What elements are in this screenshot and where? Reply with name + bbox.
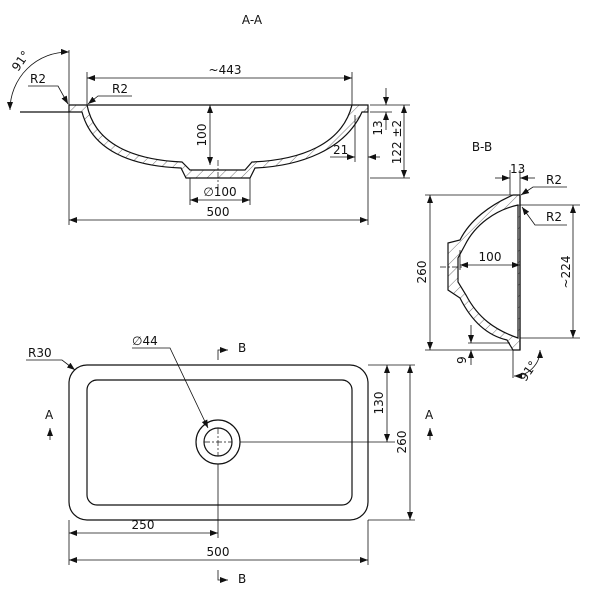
plan-section-a-left: A xyxy=(45,408,54,422)
bb-depth: 100 xyxy=(479,250,502,264)
plan-section-b-top: B xyxy=(238,341,246,355)
basin-outline xyxy=(68,364,369,521)
bb-angle: 91° xyxy=(516,358,540,383)
aa-drain-diameter: ∅100 xyxy=(203,185,236,199)
plan-section-a-right: A xyxy=(425,408,434,422)
aa-depth: 100 xyxy=(195,124,209,147)
bb-length: 260 xyxy=(415,261,429,284)
bowl-section-shape xyxy=(68,104,369,179)
aa-height: 122 ±2 xyxy=(390,120,404,164)
bb-rim: 13 xyxy=(510,162,525,176)
section-aa-title: A-A xyxy=(242,13,263,27)
plan-section-b-bottom: B xyxy=(238,572,246,586)
plan-width: 500 xyxy=(207,545,230,559)
plan-drain-diameter: ∅44 xyxy=(132,334,158,348)
aa-width: 500 xyxy=(207,205,230,219)
bb-inner-length: ~224 xyxy=(559,256,573,289)
bb-r2-top: R2 xyxy=(546,173,562,187)
aa-r2-outer: R2 xyxy=(30,72,46,86)
section-bb-title: B-B xyxy=(472,140,492,154)
plan-length: 260 xyxy=(395,431,409,454)
angle-arc xyxy=(7,48,70,111)
plan-view: R30 ∅44 B B A A 130 260 250 500 xyxy=(26,334,434,586)
aa-r2-inner: R2 xyxy=(112,82,128,96)
bowl-b-section-shape xyxy=(447,194,521,351)
plan-drain-offset: 250 xyxy=(132,518,155,532)
bb-r2-inner: R2 xyxy=(546,210,562,224)
section-b-b: B-B 13 R2 R2 260 100 ~224 9 91° xyxy=(415,140,580,384)
aa-rim: 13 xyxy=(371,120,385,135)
plan-half-length: 130 xyxy=(372,392,386,415)
aa-offset: 21 xyxy=(333,143,348,157)
aa-angle-label: 91° xyxy=(9,48,33,73)
section-a-a: A-A 91° R2 R2 ~443 100 13 122 ±2 21 xyxy=(7,13,410,225)
aa-width-inner: ~443 xyxy=(209,63,242,77)
plan-corner-radius: R30 xyxy=(28,346,52,360)
basin-inner-outline xyxy=(86,379,353,506)
bb-lip: 9 xyxy=(455,356,469,364)
